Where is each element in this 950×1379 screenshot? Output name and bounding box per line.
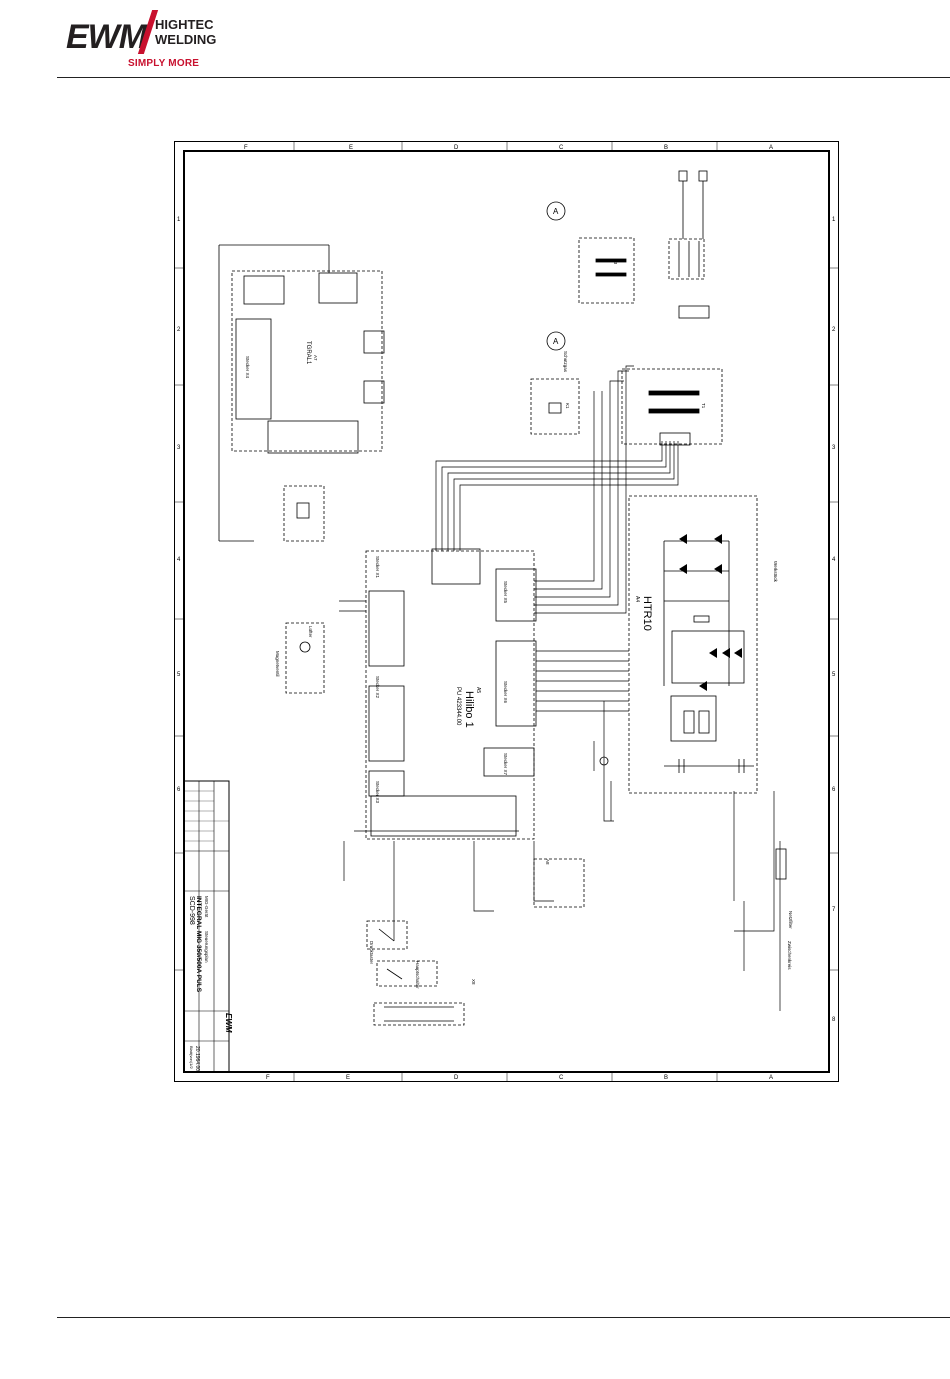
component-labels: Magnetventil Drucktaster Netzfilter Werk… — [245, 207, 793, 989]
label-k1: K1 — [565, 403, 570, 409]
label-t1: T1 — [701, 403, 706, 409]
inner-frame — [183, 150, 830, 1073]
grid-numbers: 1 2 3 4 5 6 1 2 3 4 5 6 7 8 — [177, 217, 836, 1023]
logo-tagline: SIMPLY MORE — [128, 58, 200, 69]
label-module-a8: A8 — [545, 859, 550, 865]
drawing-title: INTEGRAL MIG 350/500A PULS — [195, 896, 202, 993]
label-a7: A7 — [313, 355, 318, 361]
grid-number: 4 — [832, 557, 836, 563]
bus-wires — [343, 365, 781, 1011]
ammeter-symbol — [546, 331, 566, 351]
transformer-t3 — [578, 237, 635, 304]
label-stecker-x2: Stecker X2 — [375, 676, 380, 699]
label-schutzgas: Schutzgas — [563, 351, 568, 373]
hilibo-part: PU 423344.00 — [455, 687, 461, 726]
label-x8: X8 — [471, 979, 476, 985]
drawing-number: SCD-998 — [188, 896, 195, 925]
circuit-schematic: F E D C B A F E D C B A 1 2 3 4 5 6 1 2 — [174, 141, 839, 1082]
grid-letter: C — [559, 1075, 564, 1081]
grid-number: 6 — [832, 787, 836, 793]
grid-number: 6 — [177, 787, 181, 793]
grid-letter: E — [349, 145, 353, 151]
title-block-logo: EWM — [224, 1013, 233, 1033]
grid-number: 1 — [832, 217, 836, 223]
sheet-frame — [174, 141, 839, 1082]
footer-divider — [57, 1317, 950, 1318]
label-netzfilter: Netzfilter — [788, 911, 793, 929]
grid-number: 3 — [177, 445, 181, 451]
label-stecker-x6: Stecker X6 — [503, 681, 508, 704]
relay-k1 — [530, 378, 580, 435]
title-block: INTEGRAL MIG 350/500A PULS MIG-Gerät Ste… — [183, 780, 233, 1073]
grid-number: 5 — [832, 672, 836, 678]
drawing-subtitle-1: MIG-Gerät — [204, 896, 209, 918]
grid-letter: B — [664, 145, 668, 151]
grid-number: 7 — [832, 907, 836, 913]
htr-ref: A4 — [634, 596, 640, 602]
label-magnetventil: Magnetventil — [275, 651, 280, 677]
drawing-subtitle-2: Steuerungsplan — [204, 931, 209, 963]
ammeter-a-1: A — [553, 207, 559, 216]
hilibo-title: Hilibo 1 — [463, 691, 475, 728]
grid-number: 3 — [832, 445, 836, 451]
tgral-module — [218, 244, 385, 542]
htr-module — [628, 495, 758, 794]
label-stecker-x5: Stecker X5 — [503, 581, 508, 604]
grid-number: 4 — [177, 557, 181, 563]
grid-number: 5 — [177, 672, 181, 678]
hilibo-ref: A5 — [475, 687, 481, 693]
grid-letter: A — [769, 1075, 773, 1081]
label-zwischenkreis: Zwischenkreis — [787, 941, 792, 970]
label-lufter: Lüfter — [308, 626, 313, 638]
grid-number: 2 — [832, 327, 836, 333]
tgral-label: TGRAL1 — [305, 341, 311, 365]
grid-letter: F — [266, 1075, 270, 1081]
ewm-logo: EWM HIGHTEC WELDING SIMPLY MORE — [62, 8, 232, 70]
grid-letter: E — [346, 1075, 350, 1081]
logo-brand: EWM — [66, 18, 147, 56]
sheet-number: 20.1964.00 — [194, 1046, 200, 1071]
grid-letter: A — [769, 145, 773, 151]
grid-number: 2 — [177, 327, 181, 333]
grid-letter: D — [454, 1075, 459, 1081]
main-switch — [668, 238, 705, 280]
grid-letter: B — [664, 1075, 668, 1081]
grid-number: 1 — [177, 217, 181, 223]
transformer-t1 — [621, 368, 723, 445]
grid-number: 8 — [832, 1017, 836, 1023]
ammeter-symbol — [546, 201, 566, 221]
label-stecker-x3: Stecker X3 — [375, 781, 380, 804]
logo-line-welding: WELDING — [155, 32, 217, 47]
diode-symbols — [679, 534, 742, 691]
label-drucktaster: Drucktaster — [369, 941, 374, 965]
label-stecker-x1: Stecker X1 — [375, 556, 380, 579]
left-components — [285, 600, 787, 1026]
label-stecker-x4: Stecker X4 — [245, 356, 250, 379]
power-section — [530, 170, 723, 446]
grid-ticks — [174, 141, 839, 1082]
grid-letter: F — [244, 145, 248, 151]
hilibo-board — [365, 548, 537, 840]
label-stecker-x7: Stecker X7 — [503, 753, 508, 776]
grid-letter: C — [559, 145, 564, 151]
grid-letters: F E D C B A F E D C B A — [244, 145, 773, 1081]
ammeter-a-2: A — [553, 337, 559, 346]
logo-line-hightec: HIGHTEC — [155, 17, 214, 32]
header-divider — [57, 77, 950, 78]
htr-title: HTR10 — [641, 596, 653, 631]
sheet-page: Blatt(von)1/2 — [189, 1046, 194, 1069]
label-hauptschalter: Hauptschalter — [415, 961, 420, 989]
grid-letter: D — [454, 145, 459, 151]
label-t3: T3 — [613, 259, 618, 265]
label-werkstueck: Werkstück — [773, 561, 778, 583]
